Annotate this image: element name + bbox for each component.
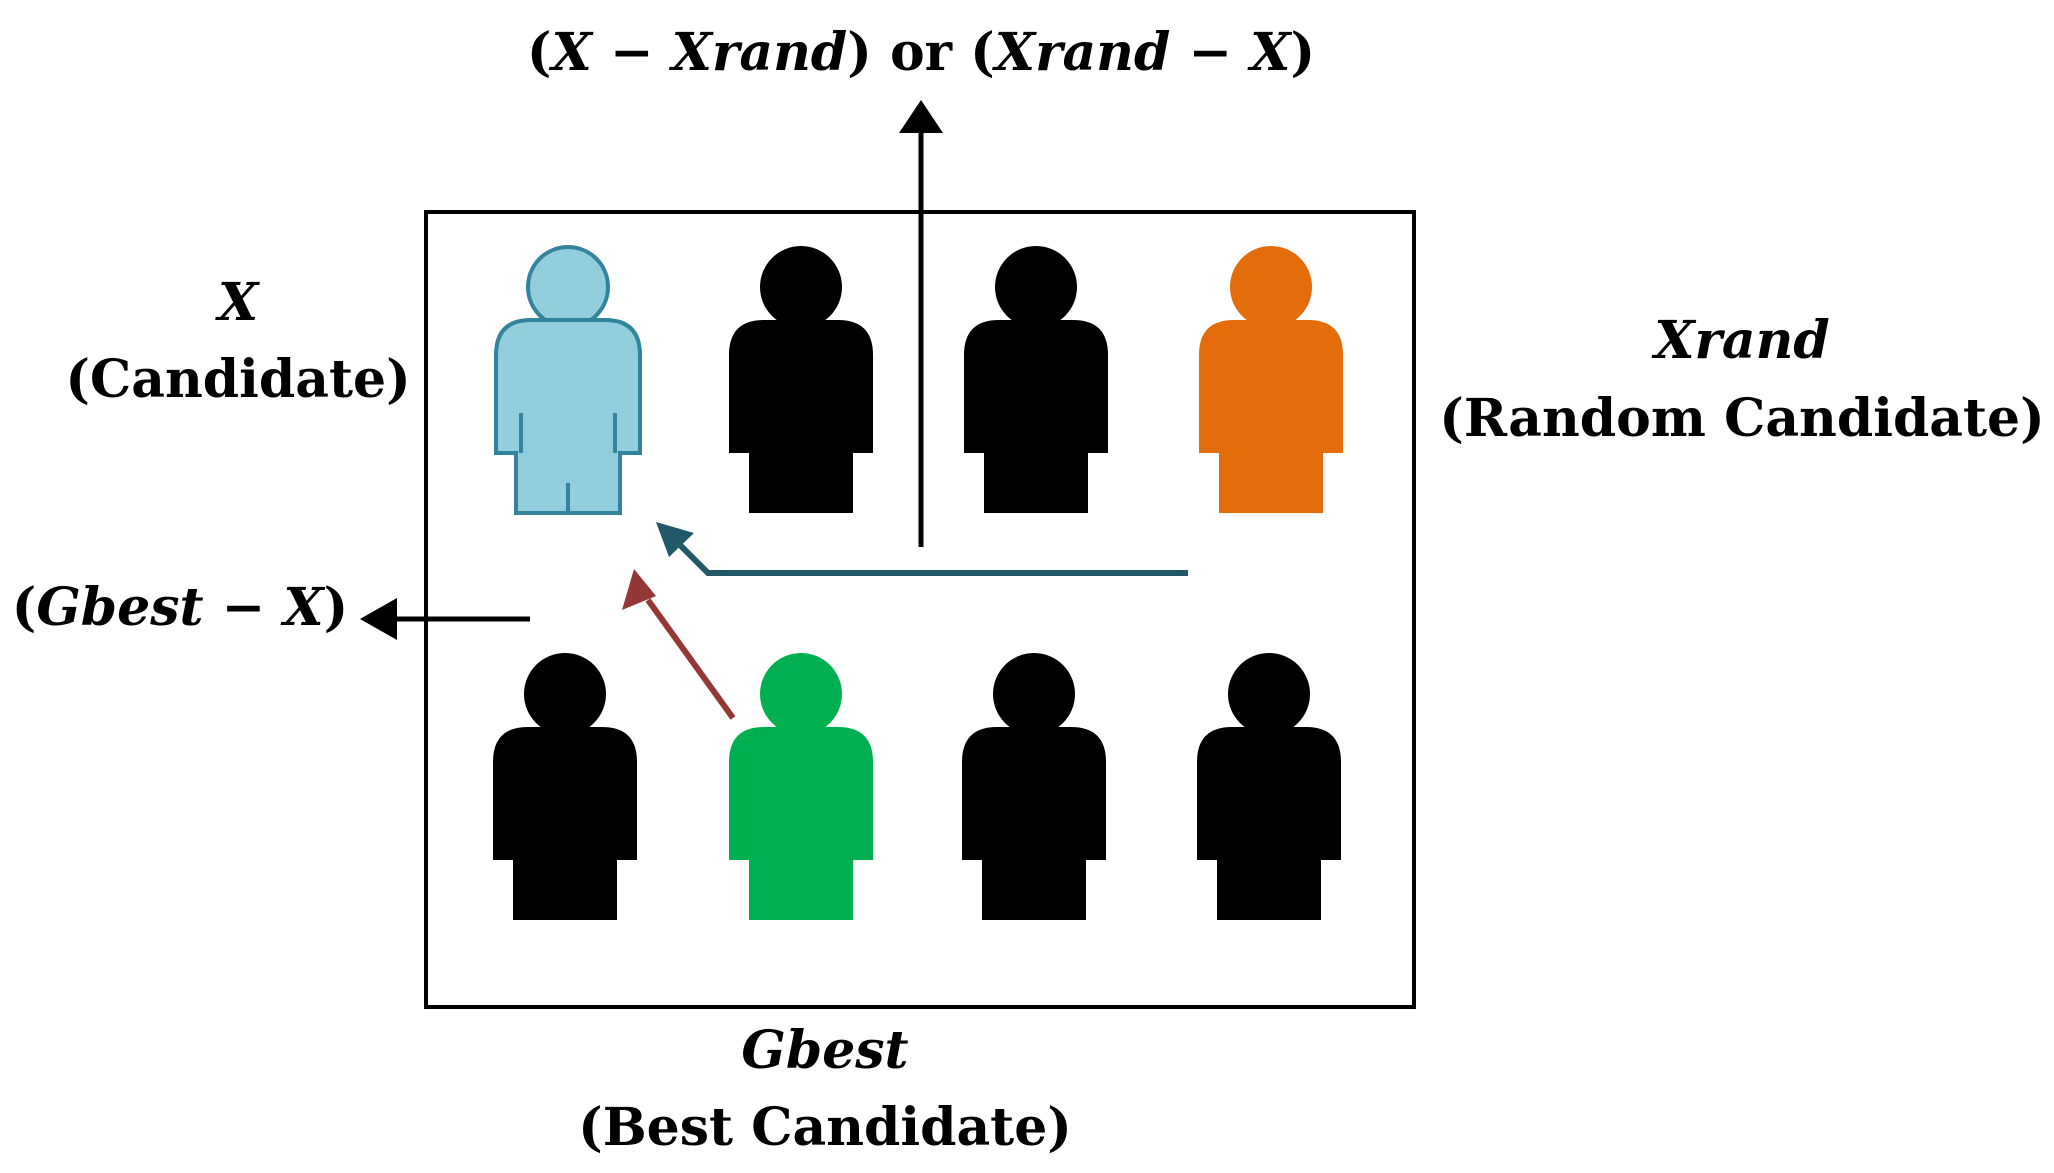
- random-candidate-caption: (Random Candidate): [1439, 388, 2044, 449]
- gbest-difference-arrow: [360, 598, 530, 640]
- person-other: [964, 246, 1108, 513]
- person-best-candidate: [729, 653, 873, 920]
- best-candidate-symbol: Gbest: [741, 1020, 908, 1081]
- person-other: [962, 653, 1106, 920]
- random-candidate-symbol: Xrand: [1651, 310, 1830, 371]
- best-candidate-caption: (Best Candidate): [578, 1097, 1072, 1158]
- candidate-symbol: X: [215, 272, 261, 333]
- person-candidate-x: [494, 245, 642, 515]
- random-to-candidate-arrow: [656, 522, 1188, 576]
- best-to-candidate-arrow: [622, 569, 736, 720]
- head: [526, 245, 610, 329]
- difference-label-top: (X − Xrand) or (Xrand − X): [527, 22, 1315, 83]
- person-other: [1197, 653, 1341, 920]
- gbest-difference-label: (Gbest − X): [12, 577, 349, 638]
- person-other: [729, 246, 873, 513]
- person-other: [493, 653, 637, 920]
- candidate-caption: (Candidate): [65, 349, 410, 410]
- person-random-candidate: [1199, 246, 1343, 513]
- vertical-difference-arrow: [899, 100, 943, 547]
